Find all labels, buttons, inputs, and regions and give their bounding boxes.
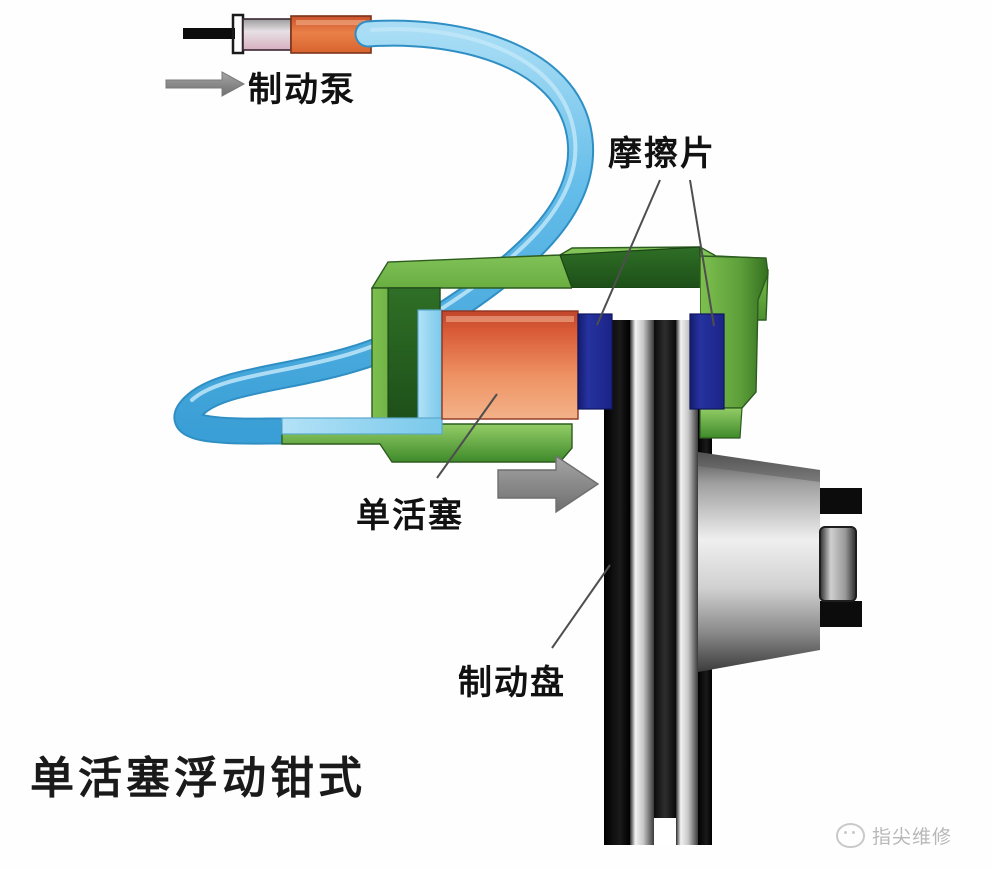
- disc-vent-gap: [654, 300, 676, 845]
- watermark-text: 指尖维修: [872, 826, 953, 848]
- fluid-chamber-horizontal: [281, 417, 443, 435]
- label-piston: 单活塞: [356, 496, 464, 536]
- arrow-piston-force: [497, 454, 600, 514]
- arrow-pump-icon: [165, 71, 246, 97]
- label-master-cylinder: 制动泵: [248, 70, 356, 110]
- friction-pads: [577, 313, 725, 410]
- arrow-piston-force-icon: [497, 454, 600, 514]
- piston-body: [441, 310, 579, 420]
- leader-pad-inner: [596, 179, 661, 326]
- hub-stud-top: [820, 488, 862, 514]
- leader-piston: [436, 393, 498, 479]
- watermark: 指尖维修: [836, 822, 952, 849]
- diagram-title: 单活塞浮动钳式: [30, 753, 366, 804]
- outer-friction-pad: [689, 313, 725, 410]
- cylinder-highlight: [296, 20, 366, 25]
- wheel-hub: [698, 452, 862, 672]
- master-cylinder: [183, 13, 372, 55]
- hub-stud-bottom: [820, 601, 862, 627]
- cylinder-piston-icon: [242, 18, 292, 51]
- leader-lines: [436, 179, 715, 649]
- caliper-inner-cavity: [572, 288, 700, 320]
- piston: [441, 310, 579, 420]
- leader-disc: [551, 564, 611, 649]
- caliper-finger-tab: [699, 407, 743, 439]
- hub-top-shade: [698, 452, 820, 482]
- disc-plate-outer: [676, 300, 698, 845]
- hub-bearing: [819, 526, 857, 602]
- fluid-passage: [281, 309, 443, 435]
- fluid-chamber-vertical: [417, 309, 443, 429]
- disc-plate-inner: [630, 300, 654, 845]
- leader-pad-outer: [689, 179, 715, 327]
- pushrod-icon: [183, 28, 235, 39]
- inner-friction-pad: [577, 313, 613, 410]
- label-brake-disc: 制动盘: [458, 663, 566, 703]
- brake-hose: [173, 19, 595, 445]
- arrow-pump: [165, 71, 246, 97]
- wechat-logo-icon: [836, 823, 865, 848]
- hose-highlight: [190, 27, 578, 402]
- label-friction-pads: 摩擦片: [608, 134, 716, 174]
- hub-cone: [698, 452, 820, 672]
- disc-bottom-notch: [654, 818, 676, 845]
- piston-highlight: [446, 316, 574, 322]
